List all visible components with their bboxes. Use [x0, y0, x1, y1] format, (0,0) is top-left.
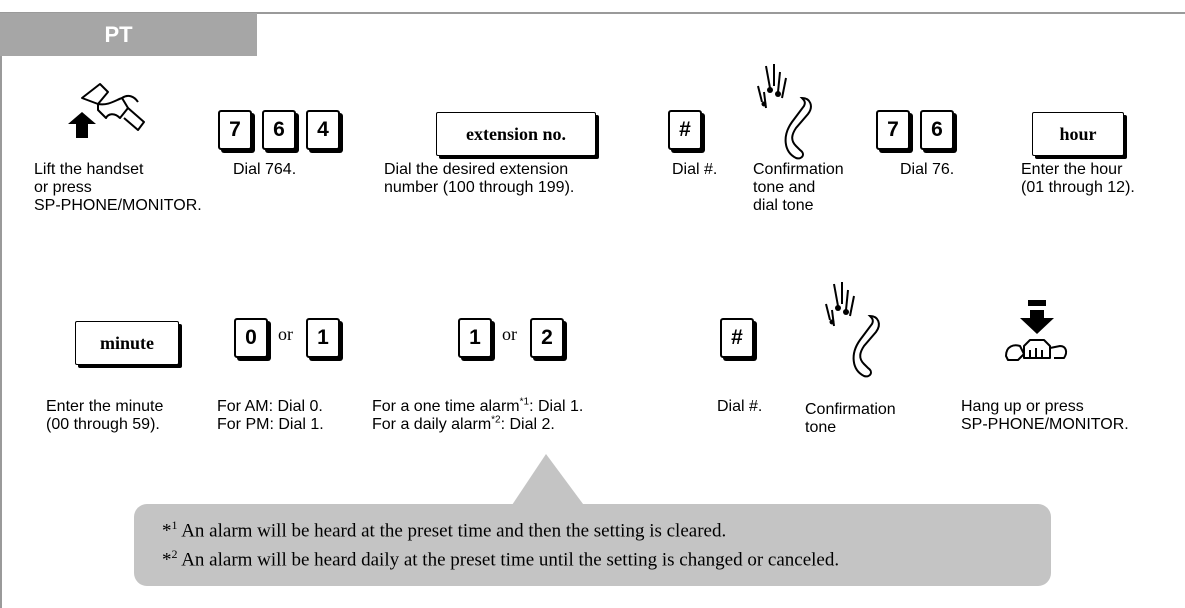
hash-key-second: # — [720, 318, 754, 358]
section-tab-label: PT — [104, 21, 133, 47]
frame-left-border — [0, 12, 2, 608]
caption-hang-up: Hang up or press SP-PHONE/MONITOR. — [961, 398, 1129, 433]
key-6: 6 — [262, 110, 296, 150]
footnote-1: *1 An alarm will be heard at the preset … — [162, 518, 727, 542]
on-hook-icon — [1005, 300, 1068, 361]
key-1-pm: 1 — [306, 318, 340, 358]
caption-enter-hour: Enter the hour (01 through 12). — [1021, 161, 1135, 196]
caption-lift-handset: Lift the handset or press SP-PHONE/MONIT… — [34, 161, 202, 214]
caption-dial-hash: Dial #. — [672, 161, 718, 178]
off-hook-icon — [68, 83, 145, 138]
or-text-alarm-mode: or — [502, 324, 517, 344]
confirmation-tone-handset-icon — [757, 64, 812, 160]
caption-confirmation-tone: Confirmation tone — [805, 401, 896, 436]
minute-key: minute — [75, 321, 179, 365]
or-text-ampm: or — [278, 324, 293, 344]
caption-enter-minute: Enter the minute (00 through 59). — [46, 398, 164, 433]
caption-dial-764: Dial 764. — [233, 161, 297, 178]
key-7-second: 7 — [876, 110, 910, 150]
key-2-daily: 2 — [530, 318, 564, 358]
hash-key: # — [668, 110, 702, 150]
caption-alarm-once: For a one time alarm*1: Dial 1. — [372, 396, 584, 415]
key-6-second: 6 — [920, 110, 954, 150]
caption-dial-76: Dial 76. — [900, 161, 955, 178]
footnote-callout — [134, 504, 1051, 586]
key-1-one-time: 1 — [458, 318, 492, 358]
caption-confirmation-dial-tone: Confirmation tone and dial tone — [753, 161, 844, 214]
footnote-2: *2 An alarm will be heard daily at the p… — [162, 547, 840, 571]
callout-pointer — [510, 454, 586, 508]
caption-dial-hash-2: Dial #. — [717, 398, 763, 415]
caption-dial-extension: Dial the desired extension number (100 t… — [384, 161, 575, 196]
caption-alarm-daily: For a daily alarm*2: Dial 2. — [372, 414, 555, 433]
section-tab: PT — [0, 13, 257, 56]
confirmation-tone-handset-icon-2 — [825, 282, 880, 378]
key-7: 7 — [218, 110, 252, 150]
hour-key: hour — [1032, 112, 1124, 156]
key-4: 4 — [306, 110, 340, 150]
caption-am-pm: For AM: Dial 0. For PM: Dial 1. — [217, 398, 324, 433]
frame-top-border — [0, 12, 1185, 14]
key-0-am: 0 — [234, 318, 268, 358]
extension-number-key: extension no. — [436, 112, 596, 156]
